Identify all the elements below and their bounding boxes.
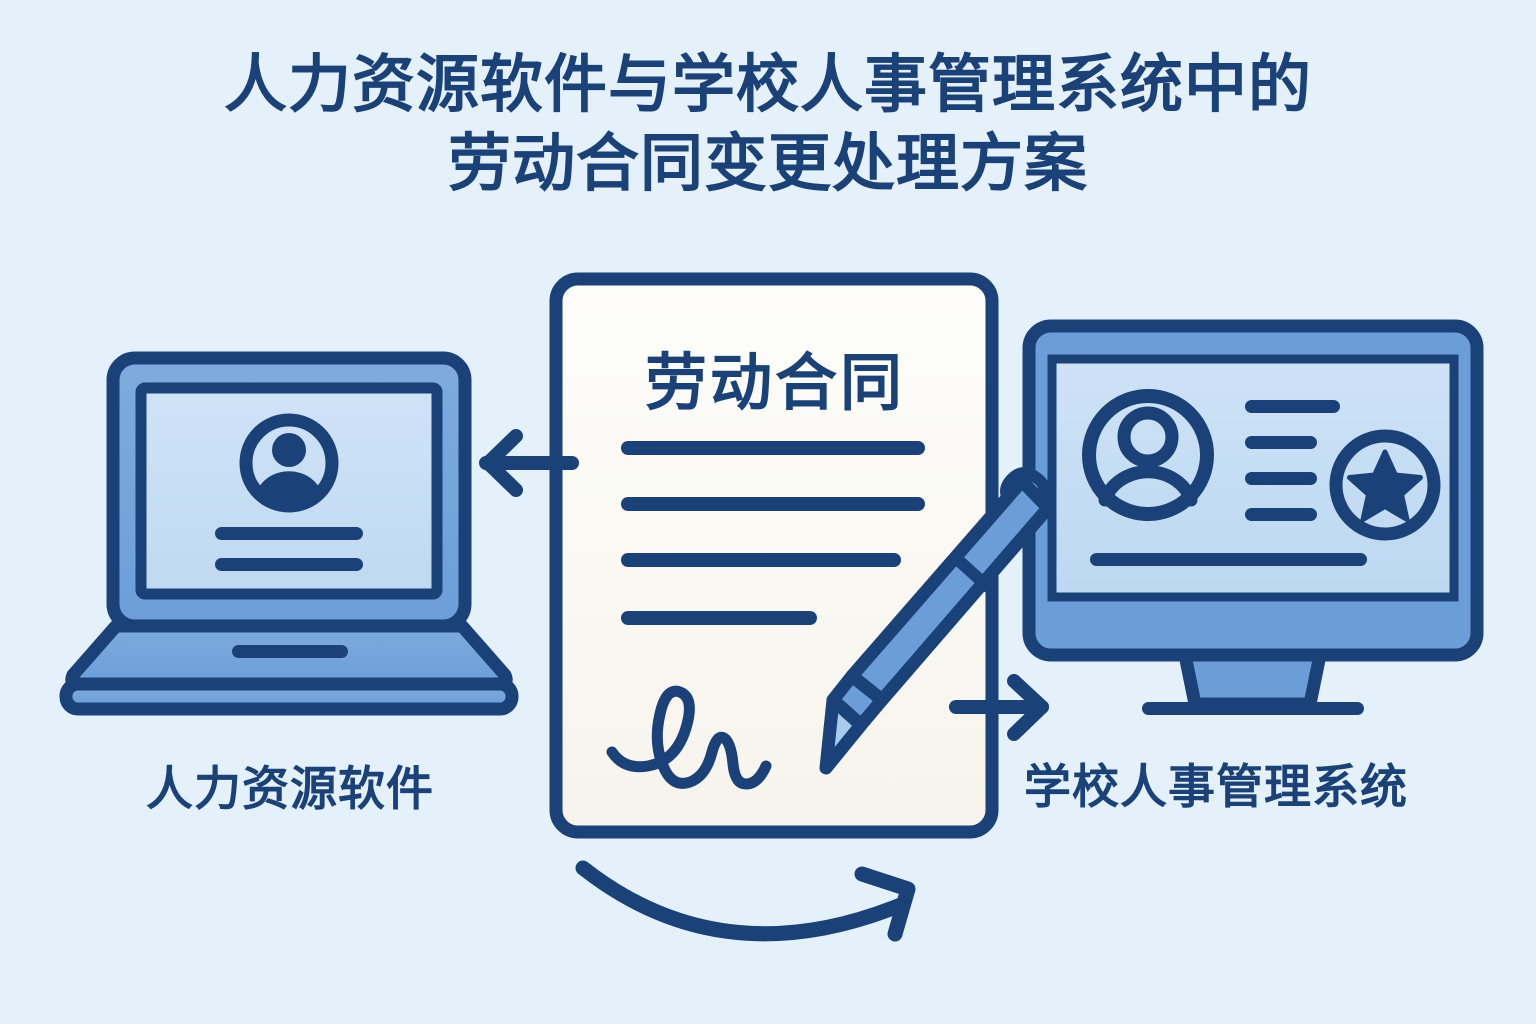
pen-nib: [819, 693, 868, 775]
arrow-left: [479, 429, 579, 497]
laptop-illustration: [59, 351, 519, 716]
monitor-text-line: [1245, 508, 1317, 521]
right-node-caption: 学校人事管理系统: [1024, 760, 1408, 813]
left-node-caption: 人力资源软件: [146, 762, 434, 815]
document-text-line: [621, 553, 901, 567]
laptop-touchpad: [232, 645, 348, 658]
signature-mark: [606, 685, 772, 790]
user-avatar-outline-icon: [1082, 389, 1214, 521]
monitor-stand: [1178, 648, 1327, 711]
monitor-illustration: [1022, 319, 1484, 715]
monitor-text-line: [1090, 553, 1367, 566]
document-text-line: [621, 441, 925, 455]
arrow-right: [949, 674, 1049, 741]
monitor-text-line: [1245, 436, 1317, 449]
document-text-line: [621, 611, 817, 625]
pen-grip-band: [951, 553, 994, 593]
monitor-text-line: [1245, 472, 1317, 485]
document-text-line: [621, 497, 925, 511]
laptop-screen-text-line: [215, 558, 363, 571]
document-heading: 劳动合同: [644, 349, 905, 418]
page-title: 人力资源软件与学校人事管理系统中的 劳动合同变更处理方案: [224, 50, 1312, 200]
user-avatar-icon: [239, 413, 339, 513]
curved-arrow-right: [575, 860, 916, 942]
star-badge-icon: [1329, 429, 1441, 541]
monitor-stand-base: [1142, 702, 1364, 715]
signing-pen: [819, 467, 1055, 775]
laptop-front-lip: [59, 677, 519, 716]
laptop-screen-text-line: [215, 527, 363, 540]
monitor-text-line: [1245, 400, 1340, 413]
